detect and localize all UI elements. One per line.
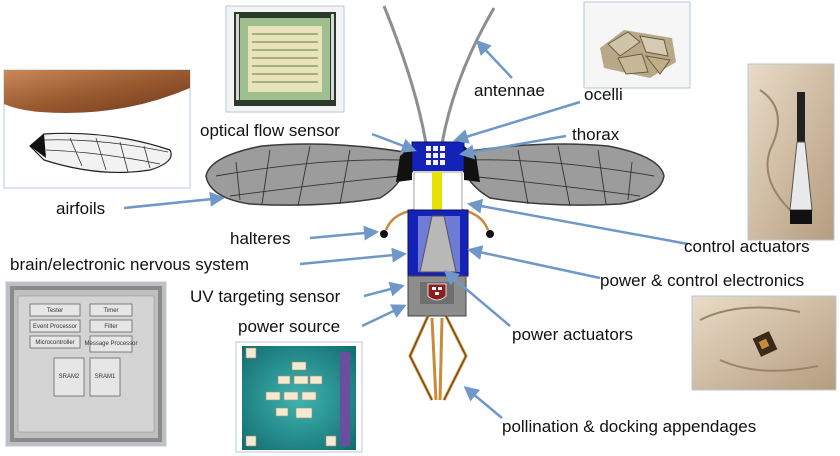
power-source-photo	[235, 341, 363, 453]
chip-block-label: Timer	[103, 308, 118, 314]
harvard-shield-icon	[427, 283, 447, 301]
label-power-actuators: power actuators	[512, 325, 633, 344]
chip-block-label: Event Processor	[33, 324, 77, 330]
chip-block-label: Message Processor	[84, 341, 137, 347]
label-thorax: thorax	[572, 125, 620, 144]
chip-block-label: Microcontroller	[35, 340, 74, 346]
label-power-source: power source	[238, 317, 340, 336]
label-control-actuators: control actuators	[684, 237, 810, 256]
ocelli-array	[426, 146, 445, 165]
arrow-airfoils	[123, 191, 225, 210]
pollination-appendages	[408, 315, 468, 401]
leader-arrows	[123, 39, 689, 419]
right-antenna	[439, 7, 496, 151]
chip-block-label: SRAM2	[59, 374, 80, 380]
yellow-core	[432, 172, 442, 212]
arrow-halteres	[309, 225, 379, 241]
arrow-uv-sensor	[363, 281, 405, 298]
arrow-thorax	[459, 134, 567, 160]
arrow-optical-flow	[371, 132, 417, 153]
label-antennae: antennae	[474, 81, 545, 100]
chip-block-label: Filter	[104, 324, 117, 330]
label-ocelli: ocelli	[584, 85, 623, 104]
arrow-power-source	[361, 304, 407, 328]
left-antenna	[382, 5, 429, 151]
penny-wing-photo	[3, 69, 191, 189]
right-wing	[463, 143, 665, 207]
label-airfoils: airfoils	[56, 199, 105, 218]
electronics-on-penny-photo	[691, 295, 837, 391]
brain-chip-photo: Tester Timer Event Processor Filter Micr…	[5, 281, 167, 447]
label-halteres: halteres	[230, 229, 290, 248]
arrow-control-actuators	[467, 198, 689, 246]
label-pollination: pollination & docking appendages	[502, 417, 756, 436]
label-brain: brain/electronic nervous system	[10, 255, 249, 274]
label-optical-flow-sensor: optical flow sensor	[200, 121, 340, 140]
arrow-antennae	[475, 39, 513, 79]
left-wing	[205, 143, 405, 207]
chip-block-label: Tester	[47, 308, 63, 314]
optical-flow-chip-photo	[225, 5, 345, 113]
ocelli-photo	[583, 1, 691, 89]
arrow-power-control	[467, 245, 601, 280]
arrow-ocelli	[453, 100, 581, 144]
control-actuator-photo	[747, 63, 835, 241]
arrow-power-actuators	[443, 270, 511, 327]
label-uv-targeting-sensor: UV targeting sensor	[190, 287, 341, 306]
label-power-control-electronics: power & control electronics	[600, 271, 804, 290]
arrow-pollination	[463, 386, 503, 419]
arrow-brain	[299, 247, 407, 266]
chip-block-label: SRAM1	[95, 374, 116, 380]
